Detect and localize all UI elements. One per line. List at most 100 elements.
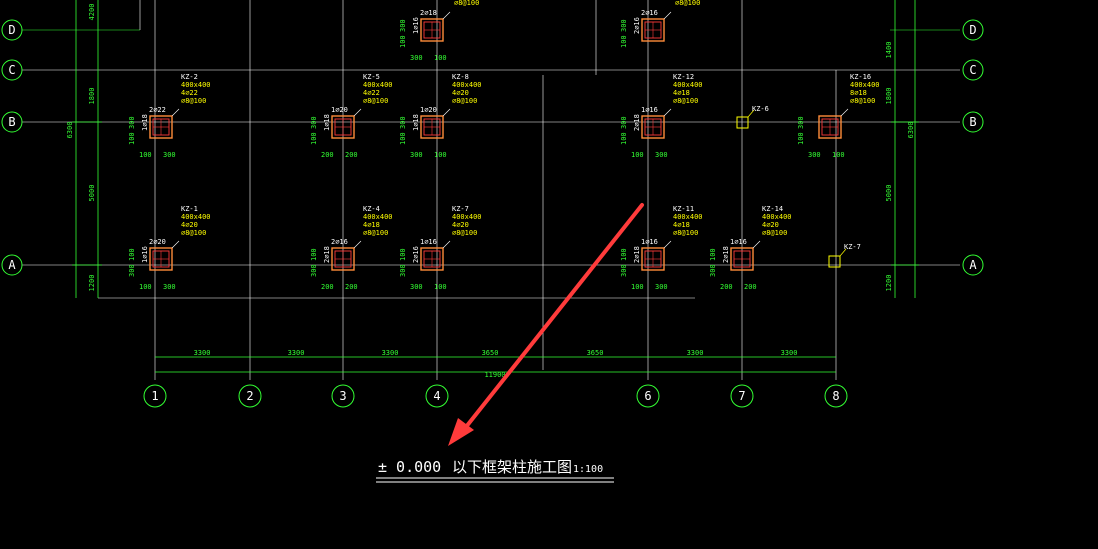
- column-side-bars: 2⌀16: [412, 246, 420, 263]
- column-id: KZ-11: [673, 205, 694, 213]
- dim-1: 3300: [194, 349, 211, 357]
- column-corner-bars: 1⌀16: [730, 238, 747, 246]
- total-dim: 11900: [484, 371, 505, 379]
- column-dim-x2: 100: [832, 151, 845, 159]
- axis-1: 1: [151, 389, 158, 403]
- column-dim-y2: 100: [797, 132, 805, 145]
- right-dim-5: 1200: [885, 275, 893, 292]
- column-dim-x2: 100: [434, 283, 447, 291]
- column-dim-y1: 300: [399, 19, 407, 32]
- column-stirrup-spec: ⌀8@100: [181, 97, 206, 105]
- small-columns: KZ-6 KZ-7: [736, 105, 861, 268]
- column-size: 400x400: [673, 81, 703, 89]
- left-dim-4: 5000: [88, 185, 96, 202]
- axis-6: 6: [644, 389, 651, 403]
- right-dim-3: 6300: [907, 122, 915, 139]
- column-dim-x1: 200: [720, 283, 733, 291]
- column-leader: [663, 108, 672, 117]
- column-id: KZ-1: [181, 205, 198, 213]
- column-leader: [752, 240, 761, 249]
- title-scale: 1:100: [573, 464, 603, 475]
- column-side-bars: 1⌀16: [141, 246, 149, 263]
- dim-4: 3650: [482, 349, 499, 357]
- small-column-kz7-label: KZ-7: [844, 243, 861, 251]
- dimension-lines: [72, 0, 919, 373]
- column-dim-y1: 300: [797, 116, 805, 129]
- column-dim-y2: 100: [620, 35, 628, 48]
- dim-5: 3650: [587, 349, 604, 357]
- column-stirrup-spec: ⌀8@100: [673, 229, 698, 237]
- column-stirrup-spec: ⌀8@100: [673, 97, 698, 105]
- column-outline: [641, 18, 665, 42]
- column-corner-bars: 2⌀16: [331, 238, 348, 246]
- column-dim-y2: 100: [128, 132, 136, 145]
- title-elevation: ± 0.000: [378, 458, 441, 476]
- column-dim-y1: 100: [709, 248, 717, 261]
- column-corner-bars: 2⌀22: [149, 106, 166, 114]
- column-dim-y1: 100: [128, 248, 136, 261]
- column-size: 400x400: [452, 81, 482, 89]
- column-bars: 4⌀20: [452, 221, 469, 229]
- column-leader: [663, 11, 672, 20]
- column-side-bars: 2⌀16: [633, 17, 641, 34]
- column-dim-y1: 300: [310, 116, 318, 129]
- right-dimensions: 1400 1800 6300 5000 1200: [885, 42, 915, 292]
- column-bars: 4⌀20: [762, 221, 779, 229]
- column-outline: [331, 247, 355, 271]
- column-corner-bars: 1⌀16: [641, 106, 658, 114]
- column-size: 400x400: [452, 213, 482, 221]
- column-side-bars: 1⌀18: [323, 114, 331, 131]
- column-stirrup-spec: ⌀8@100: [452, 97, 477, 105]
- axis-b-left: B: [8, 115, 15, 129]
- column-id: KZ-14: [762, 205, 783, 213]
- column-dim-x1: 300: [410, 54, 423, 62]
- column-outline: [420, 18, 444, 42]
- right-dim-1: 1400: [885, 42, 893, 59]
- column-axis-bubbles: 1 2 3 4 6 7 8: [143, 384, 848, 408]
- column-side-bars: 2⌀18: [633, 246, 641, 263]
- column-dim-y2: 100: [399, 35, 407, 48]
- column-dim-y1: 300: [620, 19, 628, 32]
- left-dim-3: 6300: [66, 122, 74, 139]
- column-outline: [730, 247, 754, 271]
- axis-a-left: A: [8, 258, 16, 272]
- column-dim-x1: 300: [410, 283, 423, 291]
- column-dim-y2: 300: [128, 264, 136, 277]
- left-dim-2: 1800: [88, 88, 96, 105]
- column-size: 400x400: [181, 213, 211, 221]
- column-size: 400x400: [762, 213, 792, 221]
- column-dim-y2: 100: [399, 132, 407, 145]
- small-column-kz7: [828, 255, 841, 268]
- column-dim-x1: 100: [139, 283, 152, 291]
- axis-2: 2: [246, 389, 253, 403]
- column-dim-x2: 100: [434, 54, 447, 62]
- column-size: 400x400: [363, 81, 393, 89]
- column-corner-bars: 1⌀20: [420, 106, 437, 114]
- axis-8: 8: [832, 389, 839, 403]
- column-dim-x2: 300: [163, 283, 176, 291]
- axis-c-left: C: [8, 63, 15, 77]
- column-dim-x2: 200: [345, 283, 358, 291]
- axis-3: 3: [339, 389, 346, 403]
- dim-7: 3300: [781, 349, 798, 357]
- column-dim-y2: 300: [399, 264, 407, 277]
- column-size: 400x400: [363, 213, 393, 221]
- axis-d-left: D: [8, 23, 15, 37]
- column-side-bars: 2⌀18: [323, 246, 331, 263]
- column-corner-bars: 1⌀16: [641, 238, 658, 246]
- axis-c-right: C: [969, 63, 976, 77]
- column-leader: [442, 11, 451, 20]
- dim-6: 3300: [687, 349, 704, 357]
- column-outline: [149, 115, 173, 139]
- column-size: 400x400: [673, 213, 703, 221]
- column-bars: 4⌀20: [181, 221, 198, 229]
- small-column-kz6-label: KZ-6: [752, 105, 769, 113]
- axis-b-right: B: [969, 115, 976, 129]
